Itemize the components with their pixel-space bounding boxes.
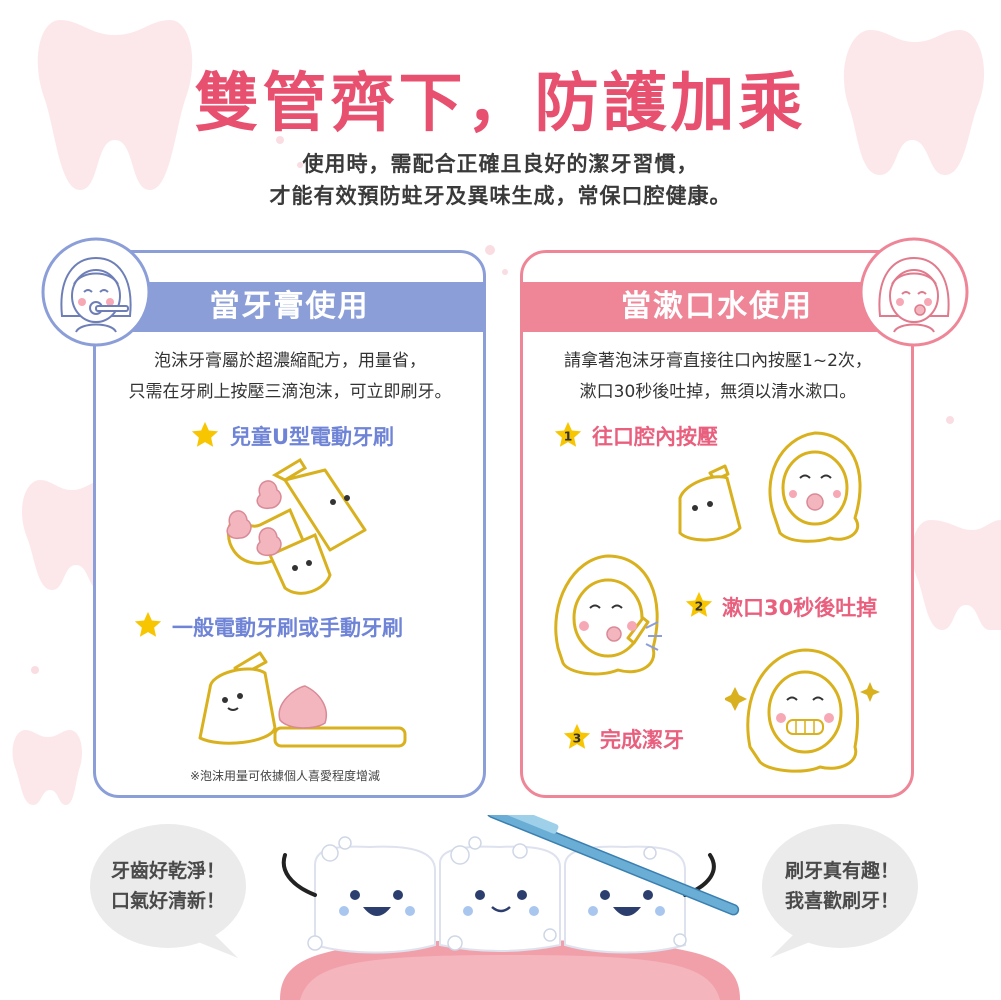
right-speech-bubble [762,824,918,958]
step-1-star-icon: 1 [554,421,582,447]
page-title: 雙管齊下，防護加乘 [194,67,807,141]
u-shape-toothbrush-heading: 兒童U型電動牙刷 [230,425,395,449]
mouthwash-usage-banner: 當漱口水使用 [522,282,912,332]
right-bubble-line-2: 我喜歡刷牙！ [784,890,899,912]
toothpaste-desc-line-2: 只需在牙刷上按壓三滴泡沫，可立即刷牙。 [128,382,452,402]
svg-text:3: 3 [573,731,582,746]
left-speech-bubble [90,824,246,958]
step-1-label: 往口腔內按壓 [592,425,718,449]
step-2-illustration [554,554,662,676]
star-icon [134,611,162,637]
left-bubble-line-1: 牙齒好乾淨！ [110,860,225,882]
right-bubble-line-1: 刷牙真有趣！ [784,860,899,882]
svg-text:2: 2 [695,599,704,614]
u-toothbrush-foam-illustration [226,457,367,595]
brushing-girl-avatar [41,237,151,347]
foam-amount-note: ※泡沫用量可依據個人喜愛程度增減 [190,769,381,783]
star-icon [191,421,219,447]
step-3-star-icon: 3 [563,723,591,749]
toothpaste-desc-line-1: 泡沫牙膏屬於超濃縮配方，用量省， [154,351,426,371]
subtitle-line-2: 才能有效預防蛀牙及異味生成，常保口腔健康。 [269,184,732,208]
toothbrush-foam-illustration [198,651,407,748]
left-bubble-line-2: 口氣好清新！ [110,890,225,912]
svg-text:1: 1 [564,429,573,444]
regular-toothbrush-heading: 一般電動牙刷或手動牙刷 [172,616,403,640]
step-2-star-icon: 2 [685,591,713,617]
step-1-illustration [678,431,862,543]
smiling-teeth-illustration [280,815,740,1000]
step-3-illustration [725,648,880,773]
subtitle-line-1: 使用時，需配合正確且良好的潔牙習慣， [302,152,699,176]
gargling-girl-avatar [859,237,969,347]
mouthwash-desc-line-2: 漱口30秒後吐掉，無須以清水漱口。 [579,382,857,402]
toothpaste-usage-banner: 當牙膏使用 [95,282,484,332]
step-2-label: 漱口30秒後吐掉 [722,596,878,620]
step-3-label: 完成潔牙 [600,728,684,752]
mouthwash-desc-line-1: 請拿著泡沫牙膏直接往口內按壓1~2次， [564,351,872,371]
